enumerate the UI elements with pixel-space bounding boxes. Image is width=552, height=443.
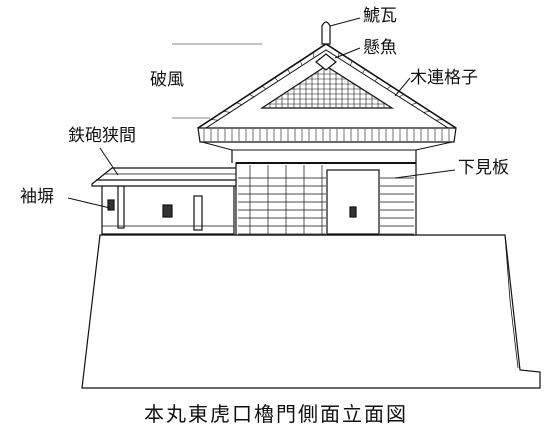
label-kitsuregoshi: 木連格子: [410, 68, 478, 88]
leader-lines: [67, 17, 456, 209]
stone-base: [81, 234, 541, 389]
wall-roof: [91, 167, 244, 187]
gable-roof: [197, 21, 457, 163]
side-wall: [101, 183, 235, 235]
label-sodebei: 袖塀: [20, 187, 54, 207]
label-hafu: 破風: [150, 70, 184, 90]
label-shachigawara: 鯱瓦: [363, 6, 397, 26]
label-gegyo: 懸魚: [363, 38, 397, 58]
figure-caption: 本丸東虎口櫓門側面立面図: [144, 402, 408, 426]
gatehouse-body: [235, 162, 417, 236]
label-teppo-sama: 鉄砲狭間: [68, 126, 136, 146]
label-shitamiita: 下見板: [458, 158, 509, 178]
